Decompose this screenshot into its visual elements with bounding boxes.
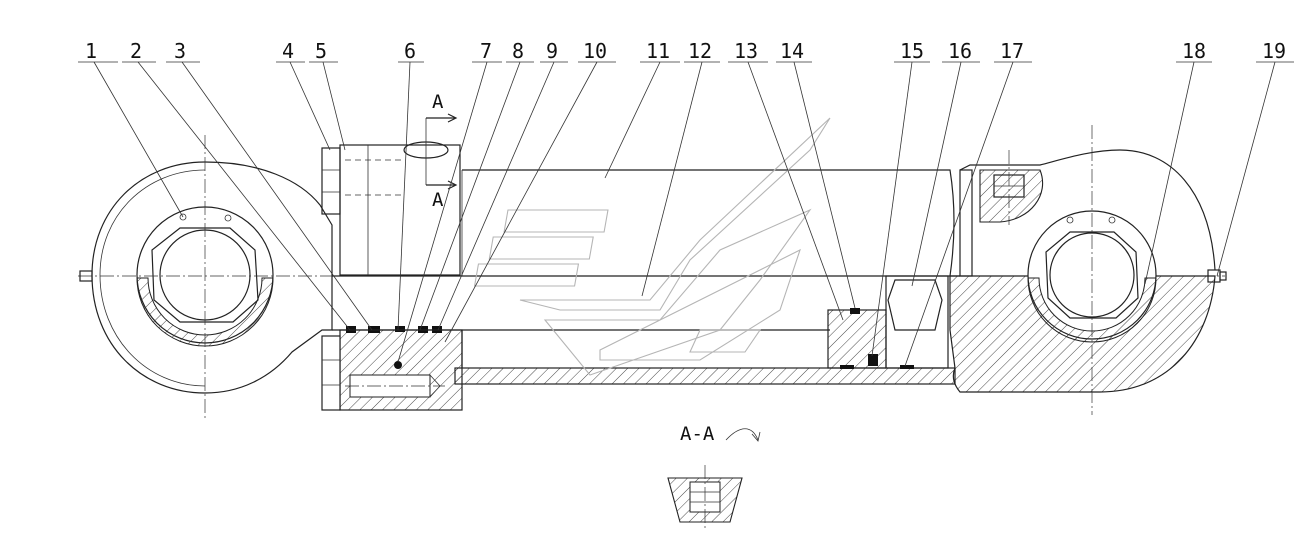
leader-lines — [78, 61, 1294, 367]
part-number-9: 9 — [546, 39, 558, 63]
watermark-logo — [473, 117, 831, 376]
section-marker-top: A — [432, 91, 444, 113]
part-number-14: 14 — [780, 39, 804, 63]
part-number-12: 12 — [688, 39, 712, 63]
piston — [827, 275, 949, 369]
part-number-7: 7 — [480, 39, 492, 63]
part-number-6: 6 — [404, 39, 416, 63]
part-number-11: 11 — [646, 39, 670, 63]
cylinder-barrel — [454, 169, 956, 385]
part-number-labels: 1 2 3 4 5 6 7 8 9 10 11 12 13 14 15 16 1… — [85, 39, 1286, 63]
part-number-16: 16 — [948, 39, 972, 63]
part-number-1: 1 — [85, 39, 97, 63]
part-number-5: 5 — [315, 39, 327, 63]
part-number-8: 8 — [512, 39, 524, 63]
part-number-3: 3 — [174, 39, 186, 63]
part-number-10: 10 — [583, 39, 607, 63]
section-view-label: A-A — [680, 423, 715, 445]
part-number-19: 19 — [1262, 39, 1286, 63]
part-number-4: 4 — [282, 39, 294, 63]
section-marker-bottom: A — [432, 189, 444, 211]
part-number-18: 18 — [1182, 39, 1206, 63]
part-number-13: 13 — [734, 39, 758, 63]
part-number-17: 17 — [1000, 39, 1024, 63]
part-number-15: 15 — [900, 39, 924, 63]
section-view-aa: A-A — [667, 423, 761, 530]
right-cylinder-bottom — [949, 125, 1227, 415]
cylinder-head — [321, 118, 463, 411]
part-number-2: 2 — [130, 39, 142, 63]
section-markers: A A — [426, 91, 458, 211]
